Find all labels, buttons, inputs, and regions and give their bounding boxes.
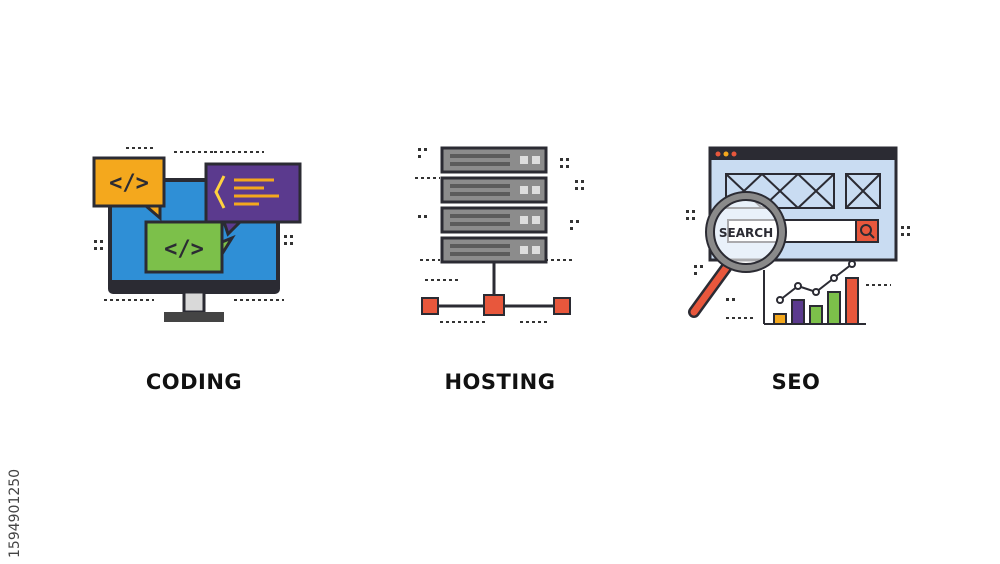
- seo-search-icon: SEARCH: [686, 146, 910, 325]
- code-tag-green: </>: [164, 237, 204, 262]
- coding-card: </> </> CODING: [64, 130, 324, 420]
- search-text: SEARCH: [719, 226, 773, 240]
- coding-monitor-icon: </> </>: [92, 147, 302, 322]
- seo-label: SEO: [771, 370, 821, 394]
- stock-id-text: 1594901250: [7, 469, 23, 558]
- coding-label: CODING: [145, 370, 243, 394]
- stock-id-watermark: 1594901250: [4, 420, 24, 560]
- hosting-label: HOSTING: [444, 370, 556, 394]
- code-tag-orange: </>: [109, 171, 149, 196]
- seo-card: SEARCH SEO: [666, 130, 926, 420]
- server-stack-icon: [415, 146, 584, 323]
- hosting-card: HOSTING: [370, 130, 630, 420]
